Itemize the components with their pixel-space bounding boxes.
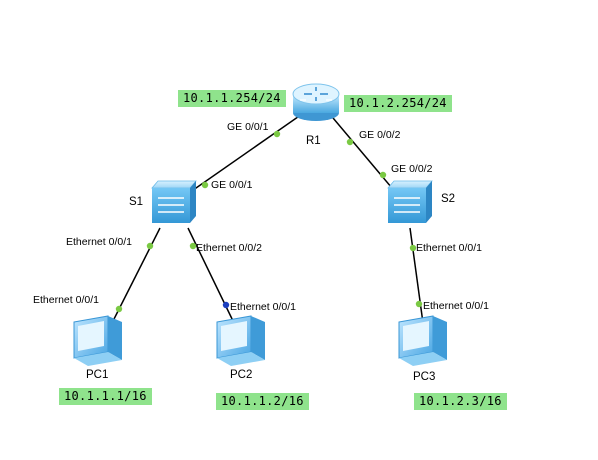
port-label-pc1-eth001: Ethernet 0/0/1 bbox=[33, 294, 99, 306]
port-label-pc2-eth001: Ethernet 0/0/1 bbox=[230, 301, 296, 313]
port-dot-r1-ge002[interactable] bbox=[346, 138, 354, 146]
link-r1-s2[interactable] bbox=[327, 111, 398, 195]
port-dot-pc3-eth001[interactable] bbox=[415, 300, 423, 308]
ip-label-pc1: 10.1.1.1/16 bbox=[59, 388, 152, 405]
port-label-s1-ge001: GE 0/0/1 bbox=[211, 179, 253, 191]
pc-icon bbox=[216, 315, 265, 366]
port-dot-s1-ge001[interactable] bbox=[201, 181, 209, 189]
port-dot-s1-eth001[interactable] bbox=[146, 242, 154, 250]
port-dot-r1-ge001[interactable] bbox=[273, 130, 281, 138]
device-label-r1: R1 bbox=[306, 135, 321, 147]
port-label-s2-eth001: Ethernet 0/0/1 bbox=[416, 242, 482, 254]
ip-label-r1-left: 10.1.1.254/24 bbox=[178, 90, 286, 107]
port-label-pc3-eth001: Ethernet 0/0/1 bbox=[423, 300, 489, 312]
device-label-s1: S1 bbox=[129, 196, 144, 208]
port-dot-s1-eth002[interactable] bbox=[189, 242, 197, 250]
port-label-r1-ge001: GE 0/0/1 bbox=[227, 121, 269, 133]
port-dot-s2-eth001[interactable] bbox=[409, 244, 417, 252]
device-label-pc3: PC3 bbox=[413, 371, 436, 383]
port-label-s1-eth002: Ethernet 0/0/2 bbox=[196, 242, 262, 254]
pc-icon bbox=[73, 315, 122, 366]
device-label-pc2: PC2 bbox=[230, 369, 253, 381]
pc-icon bbox=[398, 315, 447, 366]
link-r1-s1[interactable] bbox=[185, 111, 306, 196]
port-dot-s2-ge002[interactable] bbox=[379, 171, 387, 179]
port-label-s2-ge002: GE 0/0/2 bbox=[391, 163, 433, 175]
port-dot-pc2-eth001[interactable] bbox=[222, 301, 230, 309]
port-dot-pc1-eth001[interactable] bbox=[115, 305, 123, 313]
ip-label-pc2: 10.1.1.2/16 bbox=[216, 393, 309, 410]
pc-pc1[interactable] bbox=[73, 315, 122, 366]
link-s2-pc3[interactable] bbox=[409, 227, 424, 324]
device-label-s2: S2 bbox=[441, 193, 456, 205]
pc-pc2[interactable] bbox=[216, 315, 265, 366]
router-icon bbox=[304, 87, 328, 101]
port-dots bbox=[115, 130, 423, 313]
router-r1[interactable] bbox=[292, 83, 340, 121]
switch-s1[interactable] bbox=[151, 180, 197, 223]
device-label-pc1: PC1 bbox=[86, 369, 109, 381]
switch-s2[interactable] bbox=[387, 180, 433, 223]
ip-label-pc3: 10.1.2.3/16 bbox=[414, 393, 507, 410]
pc-pc3[interactable] bbox=[398, 315, 447, 366]
ip-label-r1-right: 10.1.2.254/24 bbox=[344, 95, 452, 112]
port-label-s1-eth001: Ethernet 0/0/1 bbox=[66, 236, 132, 248]
port-label-r1-ge002: GE 0/0/2 bbox=[359, 129, 401, 141]
